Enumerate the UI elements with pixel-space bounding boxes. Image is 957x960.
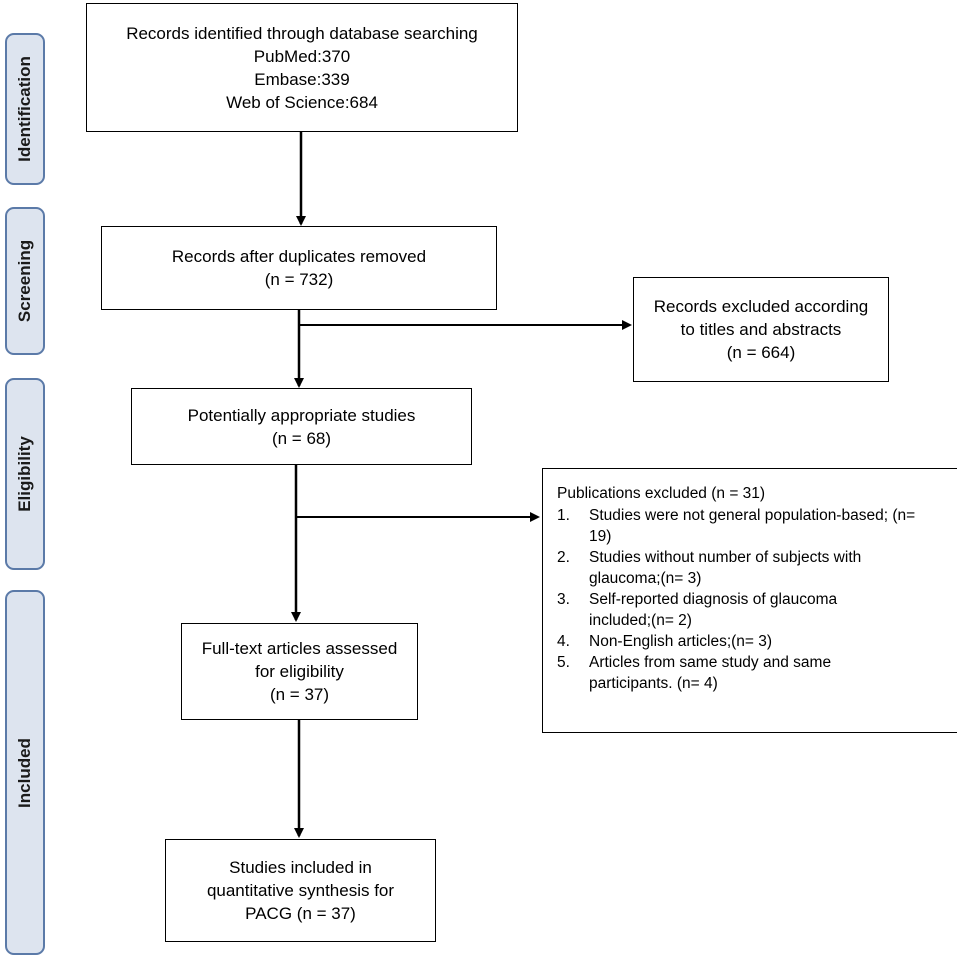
exclusion-reason: 1. Studies were not general population-b… [557, 505, 948, 547]
full-text-line: Full-text articles assessed [201, 639, 398, 658]
excluded-titles-box: Records excluded according to titles and… [633, 277, 889, 382]
exclusion-text: participants. (n= 4) [589, 675, 718, 692]
stage-included: Included [5, 590, 45, 955]
duplicates-removed-line: (n = 732) [264, 270, 334, 289]
exclusion-number: 1. [557, 507, 570, 524]
records-identified-line: PubMed:370 [253, 46, 351, 66]
exclusion-reason: 2. Studies without number of subjects wi… [557, 547, 948, 589]
exclusion-text: 19) [589, 528, 612, 545]
records-identified-line: Web of Science:684 [226, 92, 378, 112]
exclusion-reason: 4. Non-English articles;(n= 3) [557, 631, 948, 652]
records-identified-line: Records identified through database sear… [126, 23, 478, 43]
exclusion-text: Studies were not general population-base… [589, 507, 916, 524]
exclusion-reason: 5. Articles from same study and same par… [557, 652, 948, 694]
exclusion-number: 2. [557, 549, 570, 566]
publications-excluded-box: Publications excluded (n = 31) 1. Studie… [542, 468, 957, 733]
studies-included-line: PACG (n = 37) [245, 904, 356, 923]
exclusion-text: glaucoma;(n= 3) [589, 570, 702, 587]
appropriate-studies-box: Potentially appropriate studies (n = 68) [131, 388, 472, 465]
excluded-titles-line: (n = 664) [726, 343, 796, 362]
excluded-titles-line: Records excluded according [653, 297, 869, 316]
exclusion-text: Self-reported diagnosis of glaucoma [589, 591, 838, 608]
exclusion-text: included;(n= 2) [589, 612, 692, 629]
studies-included-box: Studies included in quantitative synthes… [165, 839, 436, 942]
exclusion-number: 3. [557, 591, 570, 608]
exclusion-number: 5. [557, 654, 570, 671]
full-text-line: (n = 37) [269, 685, 330, 704]
publications-excluded-title: Publications excluded (n = 31) [557, 485, 766, 502]
duplicates-removed-line: Records after duplicates removed [171, 247, 427, 266]
exclusion-text: Non-English articles;(n= 3) [589, 633, 773, 650]
records-identified-box: Records identified through database sear… [86, 3, 518, 132]
exclusion-number: 4. [557, 633, 570, 650]
appropriate-studies-line: Potentially appropriate studies [187, 405, 416, 425]
studies-included-line: quantitative synthesis for [206, 881, 395, 900]
full-text-line: for eligibility [255, 662, 344, 681]
appropriate-studies-line: (n = 68) [271, 428, 332, 448]
full-text-box: Full-text articles assessed for eligibil… [181, 623, 418, 720]
duplicates-removed-box: Records after duplicates removed (n = 73… [101, 226, 497, 310]
exclusion-reason: 3. Self-reported diagnosis of glaucoma i… [557, 589, 948, 631]
excluded-titles-line: to titles and abstracts [680, 320, 842, 339]
publications-excluded-list: 1. Studies were not general population-b… [557, 505, 948, 694]
stage-eligibility: Eligibility [5, 378, 45, 570]
exclusion-text: Studies without number of subjects with [589, 549, 862, 566]
records-identified-line: Embase:339 [254, 69, 350, 89]
studies-included-line: Studies included in [229, 858, 372, 877]
exclusion-text: Articles from same study and same [589, 654, 832, 671]
stage-identification: Identification [5, 33, 45, 185]
stage-screening: Screening [5, 207, 45, 355]
